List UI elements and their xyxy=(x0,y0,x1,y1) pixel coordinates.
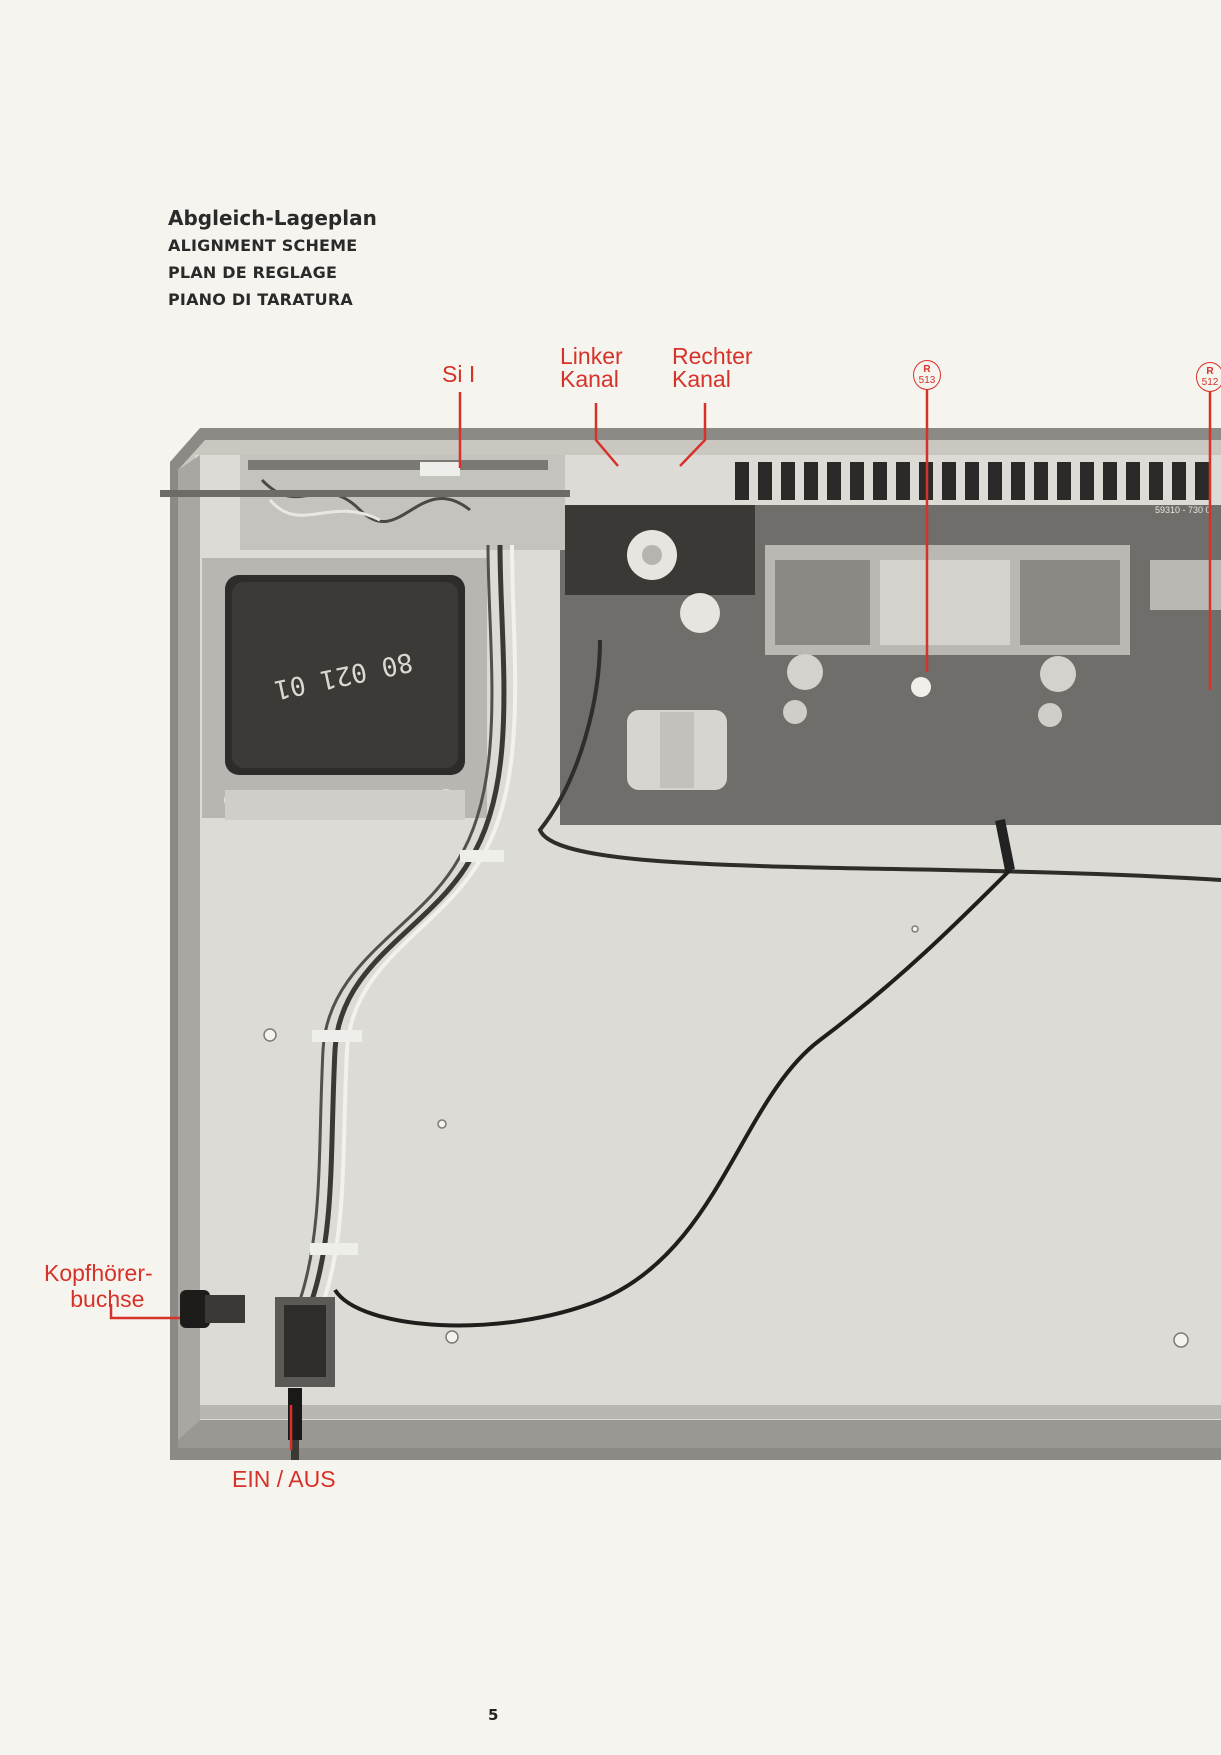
headphone-jack-label-line1: Kopfhörer- xyxy=(44,1260,153,1286)
headphone-jack-assembly xyxy=(180,1290,335,1460)
left-channel-label-line1: Linker xyxy=(560,343,623,369)
page-number: 5 xyxy=(488,1706,499,1724)
right-channel-label-line1: Rechter xyxy=(672,343,753,369)
trimmer-r513-badge: R 513 xyxy=(913,360,941,390)
fuse-label: Si I xyxy=(442,361,476,387)
right-channel-label: Rechter Kanal xyxy=(672,345,753,391)
mounting-holes xyxy=(263,925,1189,1348)
headphone-jack-label-line2: buchse xyxy=(70,1286,145,1312)
left-channel-label-line2: Kanal xyxy=(560,366,619,392)
annotation-leaders xyxy=(109,390,1212,1450)
trimmer-r512-number: 512 xyxy=(1201,377,1219,388)
trimmer-r512-badge: R 512 xyxy=(1196,362,1221,392)
right-channel-label-line2: Kanal xyxy=(672,366,731,392)
heat-sink xyxy=(735,462,1209,500)
heading-title-de: Abgleich-Lageplan xyxy=(168,206,377,230)
wiring-harness xyxy=(298,544,1221,1328)
power-switch-label: EIN / AUS xyxy=(232,1466,336,1492)
heading-title-fr: PLAN DE REGLAGE xyxy=(168,263,338,282)
left-channel-label: Linker Kanal xyxy=(560,345,623,391)
power-transformer: 80 021 01 xyxy=(202,558,487,820)
board-code-label: 59310 - 730 0 xyxy=(1155,505,1211,515)
headphone-leader xyxy=(109,1304,180,1320)
fuse-holder-area xyxy=(160,455,570,550)
amplifier-pcb: 59310 - 730 0 xyxy=(560,505,1221,825)
left-channel-leader xyxy=(594,403,619,467)
page-heading: Abgleich-Lageplan ALIGNMENT SCHEME PLAN … xyxy=(168,205,377,313)
heading-title-it: PIANO DI TARATURA xyxy=(168,290,353,309)
heading-title-en: ALIGNMENT SCHEME xyxy=(168,236,358,255)
headphone-jack-label: Kopfhörer- buchse xyxy=(44,1260,153,1312)
trimmer-r513-letter: R xyxy=(923,364,931,375)
trimmer-r513-number: 513 xyxy=(918,375,936,386)
right-channel-leader xyxy=(679,403,707,467)
trimmer-r512-letter: R xyxy=(1206,366,1214,377)
